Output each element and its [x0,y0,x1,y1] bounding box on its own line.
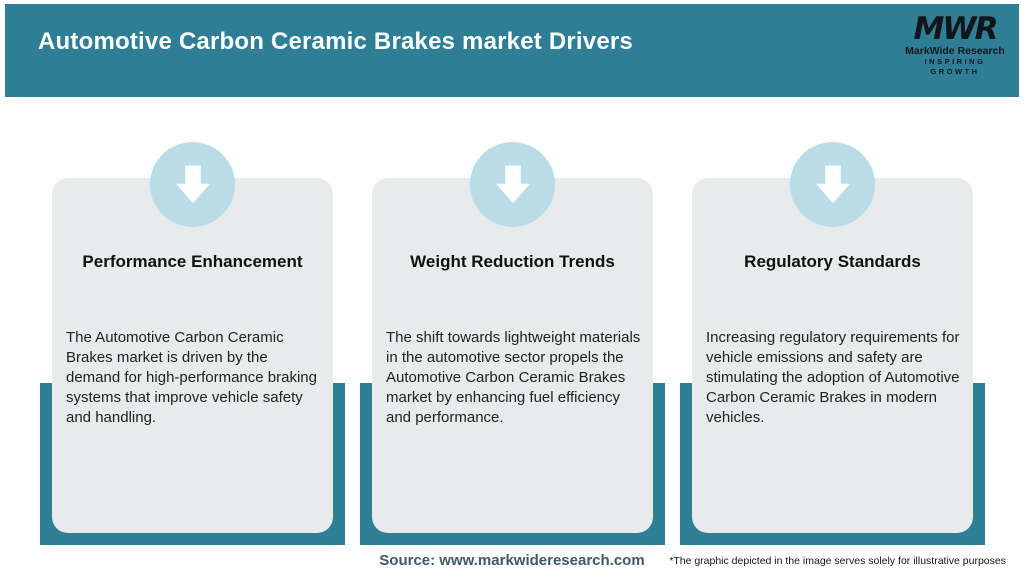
logo-name: MarkWide Research [905,45,1005,57]
card-icon-badge [470,142,555,227]
card-body-text: The shift towards lightweight materials … [386,329,641,426]
card-icon-badge [790,142,875,227]
disclaimer-note: *The graphic depicted in the image serve… [669,555,1006,567]
card-title: Weight Reduction Trends [410,252,615,271]
card-body-text: Increasing regulatory requirements for v… [706,329,960,426]
driver-card-weight-reduction-trends: Weight Reduction Trends The shift toward… [372,178,653,533]
logo-tagline: INSPIRING GROWTH [924,57,986,76]
markwide-research-logo: MWR MarkWide Research INSPIRING GROWTH [905,14,1005,77]
arrow-down-icon [807,159,859,211]
header-band: Automotive Carbon Ceramic Brakes market … [5,4,1019,97]
source-attribution: Source: www.markwideresearch.com [379,552,645,569]
logo-acronym: MWR [913,11,999,47]
page-title: Automotive Carbon Ceramic Brakes market … [38,28,633,55]
card-title: Regulatory Standards [744,252,921,271]
card-body-text: The Automotive Carbon Ceramic Brakes mar… [66,329,317,426]
arrow-down-icon [167,159,219,211]
card-title: Performance Enhancement [82,252,303,271]
card-icon-badge [150,142,235,227]
driver-card-regulatory-standards: Regulatory Standards Increasing regulato… [692,178,973,533]
arrow-down-icon [487,159,539,211]
driver-card-performance-enhancement: Performance Enhancement The Automotive C… [52,178,333,533]
